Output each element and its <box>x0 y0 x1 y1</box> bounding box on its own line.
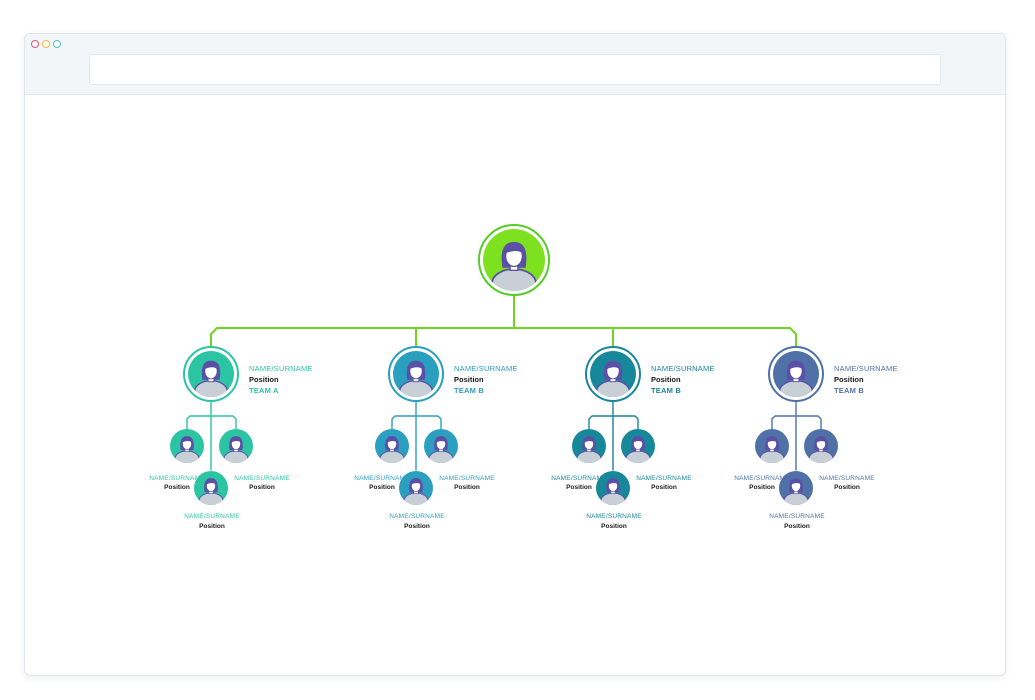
member-name: NAME/SURNAME <box>234 475 290 482</box>
org-chart-connectors <box>186 295 822 471</box>
member-position: Position <box>566 484 592 491</box>
member-node[interactable] <box>170 429 204 467</box>
team-head-position: Position <box>651 375 681 384</box>
member-name: NAME/SURNAME <box>769 513 825 520</box>
team-head-team: TEAM A <box>249 386 279 395</box>
team-head-position: Position <box>249 375 279 384</box>
team-head-team: TEAM B <box>651 386 681 395</box>
member-position: Position <box>369 484 395 491</box>
member-position: Position <box>454 484 480 491</box>
member-position: Position <box>249 484 275 491</box>
member-node[interactable] <box>804 429 838 467</box>
member-position: Position <box>784 523 810 530</box>
member-node[interactable] <box>755 429 789 467</box>
member-name: NAME/SURNAME <box>586 513 642 520</box>
member-name: NAME/SURNAME <box>636 475 692 482</box>
member-node[interactable] <box>375 429 409 467</box>
member-node[interactable] <box>219 429 253 467</box>
member-node[interactable] <box>621 429 655 467</box>
member-position: Position <box>199 523 225 530</box>
team-head-name: NAME/SURNAME <box>651 364 715 373</box>
maximize-dot-icon[interactable] <box>53 40 61 48</box>
member-position: Position <box>749 484 775 491</box>
member-node[interactable] <box>424 429 458 467</box>
member-name: NAME/SURNAME <box>439 475 495 482</box>
team-head-position: Position <box>834 375 864 384</box>
team-head-team: TEAM B <box>834 386 864 395</box>
member-position: Position <box>404 523 430 530</box>
minimize-dot-icon[interactable] <box>42 40 50 48</box>
address-bar[interactable] <box>89 54 941 85</box>
team-head-position: Position <box>454 375 484 384</box>
member-name: NAME/SURNAME <box>734 475 790 482</box>
member-name: NAME/SURNAME <box>551 475 607 482</box>
browser-titlebar <box>25 34 1005 95</box>
team-head-node-b3[interactable] <box>768 346 824 402</box>
member-name: NAME/SURNAME <box>354 475 410 482</box>
person-avatar-icon <box>779 360 813 397</box>
member-position: Position <box>601 523 627 530</box>
member-name: NAME/SURNAME <box>184 513 240 520</box>
member-name: NAME/SURNAME <box>389 513 445 520</box>
team-head-node-b1[interactable] <box>388 346 444 402</box>
team-head-node-b2[interactable] <box>585 346 641 402</box>
team-head-name: NAME/SURNAME <box>454 364 518 373</box>
root-node[interactable] <box>478 224 550 297</box>
member-position: Position <box>651 484 677 491</box>
close-dot-icon[interactable] <box>31 40 39 48</box>
member-position: Position <box>834 484 860 491</box>
team-head-node-a[interactable] <box>183 346 239 402</box>
team-head-team: TEAM B <box>454 386 484 395</box>
team-bus-connector <box>210 327 797 349</box>
team-head-name: NAME/SURNAME <box>249 364 313 373</box>
member-position: Position <box>164 484 190 491</box>
member-name: NAME/SURNAME <box>149 475 205 482</box>
team-head-name: NAME/SURNAME <box>834 364 898 373</box>
member-node[interactable] <box>572 429 606 467</box>
member-name: NAME/SURNAME <box>819 475 875 482</box>
browser-window <box>24 33 1006 676</box>
